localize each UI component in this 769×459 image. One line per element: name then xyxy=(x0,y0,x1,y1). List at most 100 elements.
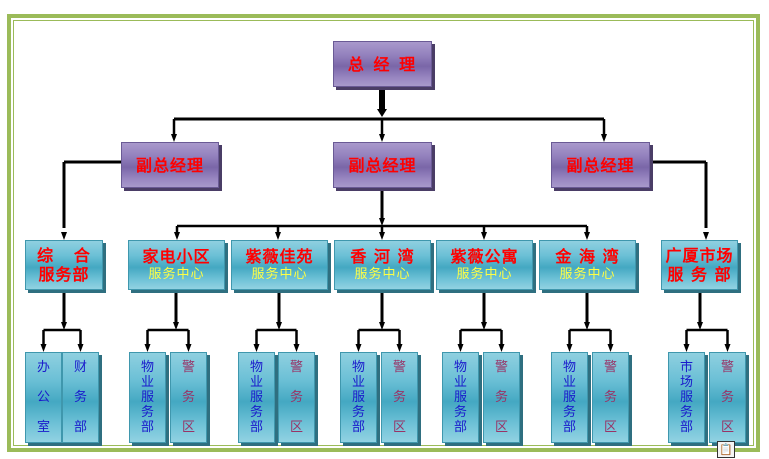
unit-label-char: 市 xyxy=(679,360,693,375)
unit-label-char: 部 xyxy=(562,420,576,435)
vice-manager-label: 副总经理 xyxy=(348,155,417,175)
arrow-head-icon xyxy=(171,134,177,142)
unit-box[interactable]: 物业服务部 xyxy=(340,352,377,443)
unit-label-char: 服 xyxy=(140,390,154,405)
unit-label-char: 部 xyxy=(679,420,693,435)
unit-box[interactable]: 市场服务部 xyxy=(668,352,705,443)
arrow-head-icon xyxy=(40,344,47,352)
unit-label-char: 区 xyxy=(289,419,303,435)
department-box-guangsha-market[interactable]: 广厦市场 服 务 部 xyxy=(661,240,738,290)
unit-label: 物业服务部 xyxy=(352,360,365,435)
unit-label-char: 服 xyxy=(453,390,467,405)
arrow-head-icon xyxy=(481,232,487,240)
department-subtitle: 服务中心 xyxy=(354,267,411,282)
unit-label-char: 物 xyxy=(562,360,576,375)
general-manager-box[interactable]: 总 经 理 xyxy=(333,41,432,87)
unit-label-char: 区 xyxy=(392,419,406,435)
unit-label-char: 区 xyxy=(181,419,195,435)
department-box-ziwei-apartment[interactable]: 紫薇公寓 服务中心 xyxy=(436,240,533,290)
unit-label: 办公室 xyxy=(37,360,50,436)
unit-label-char: 警 xyxy=(392,359,406,375)
unit-label: 物业服务部 xyxy=(563,360,576,435)
unit-label-char: 业 xyxy=(453,375,467,390)
unit-box[interactable]: 办公室 xyxy=(25,352,62,443)
unit-label-char: 室 xyxy=(36,419,50,435)
department-title: 家电小区 xyxy=(142,247,211,266)
unit-box[interactable]: 警务区 xyxy=(592,352,629,443)
arrow-head-icon xyxy=(174,232,180,240)
paste-options-icon[interactable]: 📋 xyxy=(717,441,735,458)
unit-box[interactable]: 警务区 xyxy=(170,352,207,443)
unit-label-char: 服 xyxy=(679,390,693,405)
arrow-head-icon xyxy=(724,344,731,352)
unit-label-char: 务 xyxy=(73,389,87,405)
vice-manager-label: 副总经理 xyxy=(566,155,635,175)
unit-label-char: 部 xyxy=(73,419,87,435)
unit-label-char: 警 xyxy=(603,359,617,375)
vice-manager-box-left[interactable]: 副总经理 xyxy=(121,142,219,188)
unit-box[interactable]: 物业服务部 xyxy=(442,352,479,443)
unit-label-char: 业 xyxy=(249,375,263,390)
unit-label-char: 区 xyxy=(720,419,734,435)
unit-box[interactable]: 财务部 xyxy=(62,352,99,443)
unit-label-char: 物 xyxy=(453,360,467,375)
clipboard-icon: 📋 xyxy=(719,443,733,456)
outer-frame-border xyxy=(7,14,760,452)
unit-label-char: 务 xyxy=(392,389,406,405)
unit-box[interactable]: 物业服务部 xyxy=(129,352,166,443)
arrow-head-icon xyxy=(379,134,385,142)
arrow-head-icon xyxy=(584,232,590,240)
arrow-head-icon xyxy=(379,218,385,226)
unit-box[interactable]: 物业服务部 xyxy=(551,352,588,443)
vice-manager-box-right[interactable]: 副总经理 xyxy=(551,142,650,188)
arrow-head-icon xyxy=(379,232,385,240)
unit-label-char: 业 xyxy=(140,375,154,390)
arrow-head-icon xyxy=(481,322,487,330)
unit-label-char: 办 xyxy=(36,359,50,375)
vice-manager-box-center[interactable]: 副总经理 xyxy=(333,142,432,188)
unit-label-char: 部 xyxy=(453,420,467,435)
unit-label-char: 公 xyxy=(36,389,50,405)
unit-label: 警务区 xyxy=(290,360,303,436)
unit-box[interactable]: 物业服务部 xyxy=(238,352,275,443)
unit-label: 警务区 xyxy=(393,360,406,436)
unit-label: 物业服务部 xyxy=(141,360,154,435)
unit-label-char: 部 xyxy=(140,420,154,435)
unit-box[interactable]: 警务区 xyxy=(381,352,418,443)
unit-box[interactable]: 警务区 xyxy=(483,352,520,443)
unit-label: 物业服务部 xyxy=(250,360,263,435)
inner-frame-border xyxy=(13,20,754,446)
unit-label-char: 业 xyxy=(351,375,365,390)
arrow-head-icon xyxy=(703,232,709,240)
department-box-appliance-community[interactable]: 家电小区 服务中心 xyxy=(128,240,225,290)
unit-label-char: 务 xyxy=(289,389,303,405)
unit-label-char: 务 xyxy=(140,405,154,420)
department-title: 紫薇公寓 xyxy=(450,247,519,266)
department-box-general-services[interactable]: 综 合 服务部 xyxy=(25,240,103,290)
unit-label-char: 物 xyxy=(249,360,263,375)
department-subtitle: 服务中心 xyxy=(559,267,616,282)
unit-label-char: 务 xyxy=(603,389,617,405)
department-box-xianghe-bay[interactable]: 香 河 湾 服务中心 xyxy=(334,240,431,290)
arrow-head-icon xyxy=(498,344,505,352)
unit-label-char: 务 xyxy=(181,389,195,405)
unit-label-char: 区 xyxy=(494,419,508,435)
unit-label-char: 服 xyxy=(351,390,365,405)
unit-label-char: 警 xyxy=(181,359,195,375)
unit-label-char: 务 xyxy=(351,405,365,420)
unit-label: 物业服务部 xyxy=(454,360,467,435)
unit-label-char: 物 xyxy=(351,360,365,375)
unit-box[interactable]: 警务区 xyxy=(278,352,315,443)
department-box-jinhai-bay[interactable]: 金 海 湾 服务中心 xyxy=(539,240,636,290)
unit-label: 警务区 xyxy=(495,360,508,436)
department-box-ziwei-jiayuan[interactable]: 紫薇佳苑 服务中心 xyxy=(231,240,328,290)
unit-label-char: 财 xyxy=(73,359,87,375)
department-title: 综 合 xyxy=(37,246,91,265)
unit-label-char: 务 xyxy=(249,405,263,420)
department-subtitle: 服务中心 xyxy=(148,267,205,282)
unit-label-char: 区 xyxy=(603,419,617,435)
arrow-head-icon xyxy=(607,344,614,352)
unit-box[interactable]: 警务区 xyxy=(709,352,746,443)
arrow-head-icon xyxy=(276,322,282,330)
